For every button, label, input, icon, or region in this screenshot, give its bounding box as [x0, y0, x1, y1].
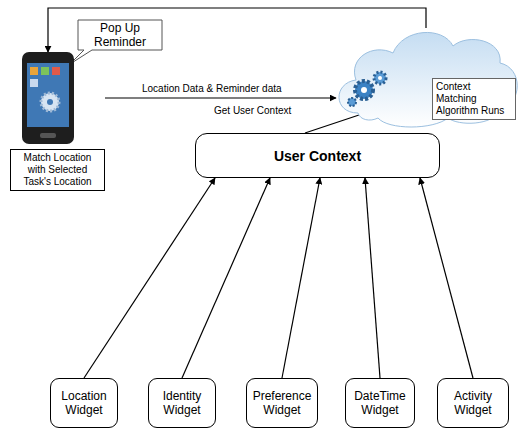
- widget-label: DateTime Widget: [349, 389, 411, 418]
- widget-label: Location Widget: [54, 389, 114, 418]
- edge-label: Get User Context: [212, 105, 293, 116]
- algorithm-box: Context Matching Algorithm Runs: [432, 78, 516, 120]
- edge-label: Location Data & Reminder data: [140, 83, 284, 94]
- widget-box: Activity Widget: [437, 378, 509, 428]
- connector-arrow: [182, 178, 270, 378]
- phone-illustration: [10, 52, 105, 147]
- connector-arrow: [105, 97, 336, 98]
- cloud-server: Context Matching Algorithm Runs: [328, 18, 520, 130]
- widget-box: Location Widget: [50, 378, 118, 428]
- connector-arrow: [420, 178, 473, 378]
- context-title: User Context: [274, 148, 361, 164]
- connector-arrow: [48, 8, 426, 52]
- widget-label: Activity Widget: [441, 389, 505, 418]
- context-box: User Context: [195, 133, 440, 178]
- connector-arrow: [365, 178, 380, 378]
- widget-label: Preference Widget: [250, 389, 314, 418]
- caption-box: Match Location with Selected Task's Loca…: [10, 149, 105, 191]
- algorithm-text: Context Matching Algorithm Runs: [436, 81, 512, 117]
- popup-label: Pop Up Reminder: [80, 22, 160, 50]
- widget-label: Identity Widget: [152, 389, 212, 418]
- widget-box: DateTime Widget: [345, 378, 415, 428]
- connector-arrow: [282, 178, 320, 378]
- caption-text: Match Location with Selected Task's Loca…: [14, 152, 101, 188]
- widget-box: Identity Widget: [148, 378, 216, 428]
- widget-box: Preference Widget: [246, 378, 318, 428]
- mobile-phone: Match Location with Selected Task's Loca…: [10, 52, 105, 190]
